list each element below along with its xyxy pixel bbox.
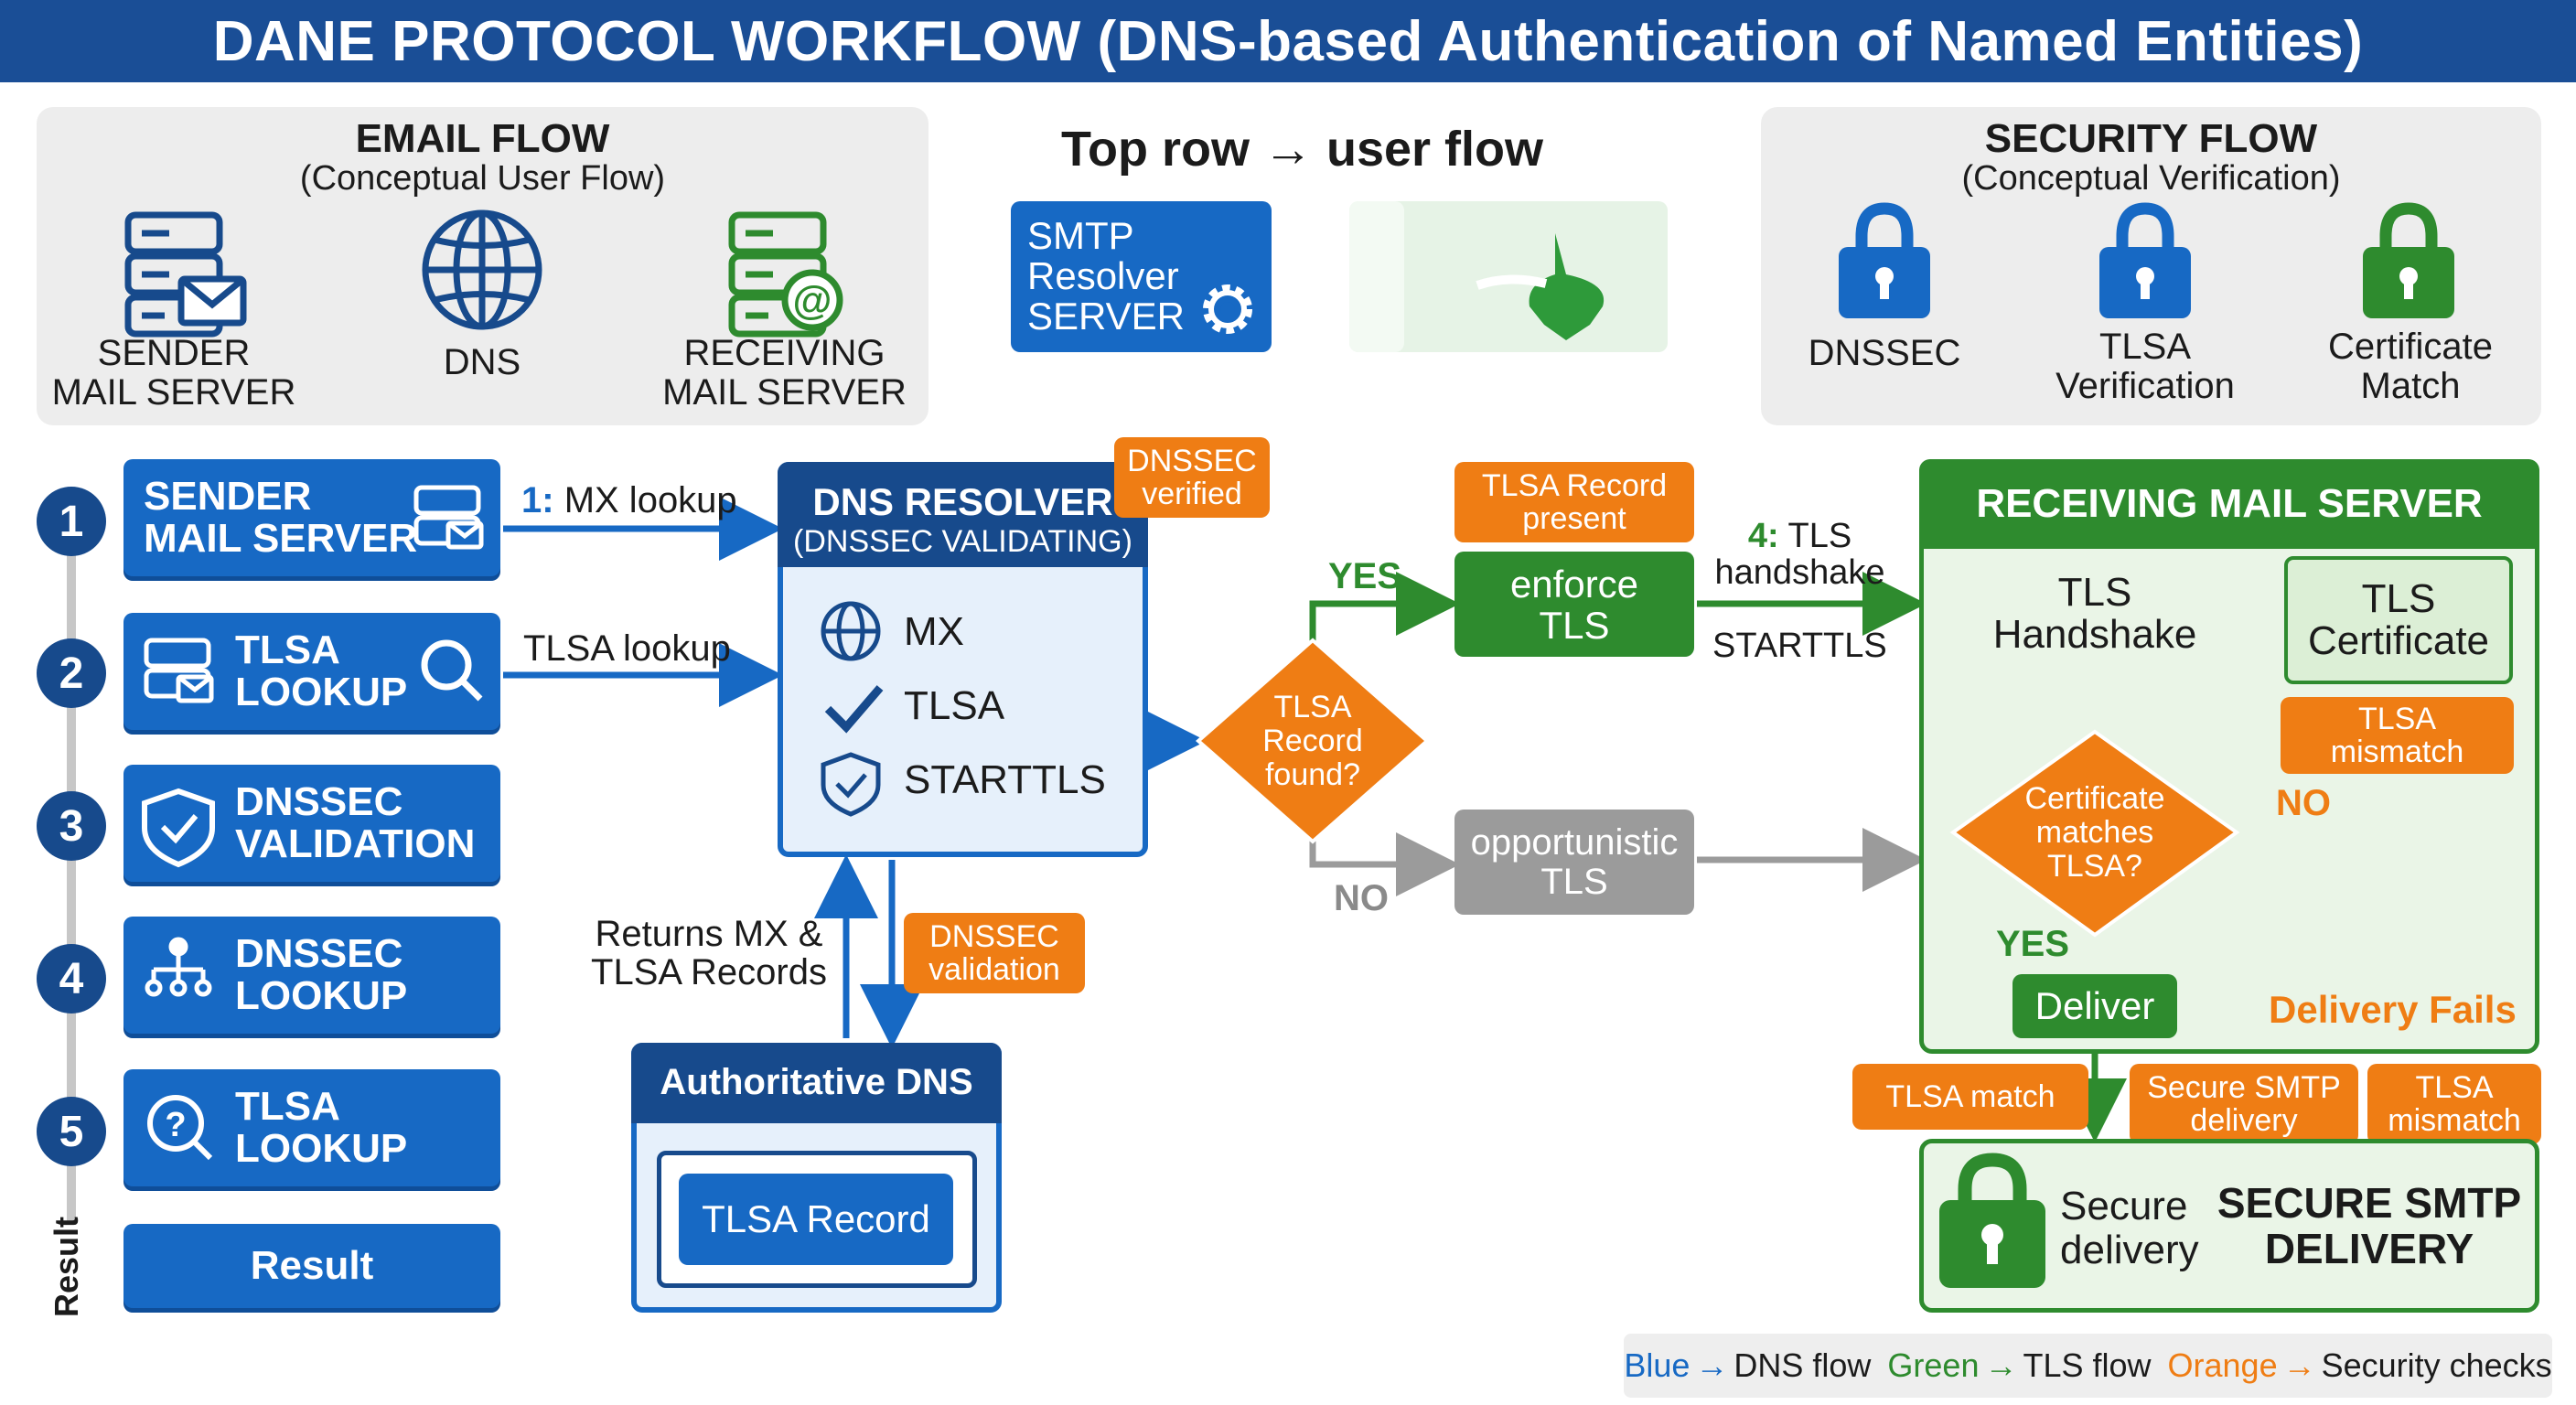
tlsa-present-badge: TLSA Record present [1454,462,1694,542]
email-flow-subtitle: (Conceptual User Flow) [299,159,666,198]
no-arrow [1309,832,1460,896]
resolver-item-mx: MX [904,609,964,654]
tls-handshake-text: TLS handshake [1714,517,1885,592]
security-flow-title: SECURITY FLOW [1984,116,2318,161]
decision-cert-match-text: Certificate matches TLSA? [2024,780,2165,884]
yes-label: YES [1328,556,1402,596]
returns-label: Returns MX & TLSA Records [591,914,827,992]
mx-lookup-label: 1: MX lookup [521,481,737,520]
tls-handshake-node: TLS Handshake [1992,570,2197,657]
authoritative-title: Authoritative DNS [660,1062,973,1102]
tlsa-match-badge: TLSA match [1852,1064,2088,1130]
security-node-dnssec: DNSSEC [1808,333,1961,373]
tls-handshake-label: 4: TLS handshake [1711,518,1889,591]
no-label: NO [1334,878,1389,918]
mx-lookup-text: MX lookup [553,480,737,520]
tlsa-record-box: TLSA Record [679,1174,953,1265]
email-node-receiving: RECEIVING MAIL SERVER [662,333,907,413]
legend-arrow-icon: → [1984,1346,2018,1384]
step-tlsa-lookup[interactable]: TLSA LOOKUP [123,613,500,730]
legend: Blue → DNS flow Green → TLS flow Orange … [1624,1334,2552,1398]
step-label: TLSA LOOKUP [235,627,408,714]
dnssec-verified-badge: DNSSEC verified [1114,437,1270,518]
legend-green: Green [1887,1346,1980,1384]
legend-orange: Orange [2167,1346,2278,1384]
tlsa-lookup-label: TLSA lookup [523,628,731,669]
step-number-4: 4 [37,944,106,1014]
resolver-item-starttls: STARTTLS [904,757,1106,802]
dns-resolver-title: DNS RESOLVER [812,480,1113,523]
legend-arrow-icon: → [1695,1346,1729,1384]
receiving-server-title: RECEIVING MAIL SERVER [1919,459,2539,549]
dnssec-validation-badge: DNSSEC validation [904,913,1085,993]
step-dnssec-lookup[interactable]: DNSSEC LOOKUP [123,917,500,1034]
step-tlsa-lookup-2[interactable]: TLSA LOOKUP [123,1069,500,1186]
email-node-sender: SENDER MAIL SERVER [51,333,296,413]
legend-blue: Blue [1624,1346,1690,1384]
cert-no-label: NO [2276,783,2331,823]
dns-resolver-subtitle: (DNSSEC VALIDATING) [793,524,1132,559]
secure-delivery-right: SECURE SMTP DELIVERY [2216,1179,2522,1272]
step-label: SENDER MAIL SERVER [144,474,418,561]
starttls-label: STARTTLS [1712,627,1887,665]
email-node-dns: DNS [443,342,521,382]
deliver-box: Deliver [2012,974,2177,1038]
tlsa-mismatch-badge: TLSA mismatch [2281,697,2514,774]
step-label: DNSSEC VALIDATION [235,779,476,866]
result-button[interactable]: Result [123,1224,500,1308]
authoritative-dns-box: Authoritative DNS TLSA Record [631,1043,1002,1313]
legend-green-text: TLS flow [2023,1346,2152,1384]
security-node-tlsa: TLSA Verification [2055,327,2235,406]
page-title: DANE PROTOCOL WORKFLOW (DNS-based Authen… [0,0,2576,82]
tls-certificate-node: TLS Certificate [2284,556,2513,684]
result-label: Result [250,1243,374,1288]
step-dnssec-validation[interactable]: DNSSEC VALIDATION [123,765,500,882]
delivery-fails-label: Delivery Fails [2269,988,2517,1031]
dns-resolver-box: DNS RESOLVER (DNSSEC VALIDATING) MX TLSA… [778,462,1148,857]
step-number-3: 3 [37,791,106,861]
tls-handshake-num: 4: [1747,517,1779,555]
opportunistic-tls-box: opportunistic TLS [1454,810,1694,915]
cert-yes-label: YES [1996,924,2070,964]
decision-tlsa-found-text: TLSA Record found? [1262,689,1363,792]
dns-resolver-header [778,462,1148,567]
step-number-5: 5 [37,1097,106,1166]
result-side-label: Result [48,1216,85,1317]
legend-blue-text: DNS flow [1733,1346,1872,1384]
step-label: DNSSEC LOOKUP [235,931,408,1018]
yes-arrow [1309,572,1460,645]
resolver-item-tlsa: TLSA [904,683,1005,728]
step-number-2: 2 [37,638,106,708]
top-row-label: Top row → user flow [1061,122,1544,177]
authoritative-header [631,1043,1002,1123]
security-flow-subtitle: (Conceptual Verification) [1961,159,2341,198]
secure-delivery-left: Secure delivery [2060,1184,2199,1272]
mx-lookup-num: 1: [521,480,554,520]
smtp-resolver-card: SMTP Resolver SERVER [1011,201,1272,352]
email-flow-title: EMAIL FLOW [355,116,610,161]
legend-arrow-icon: → [2282,1346,2316,1384]
security-node-cert: Certificate Match [2327,327,2494,406]
step-label: TLSA LOOKUP [235,1084,408,1171]
enforce-tls-box: enforce TLS [1454,552,1694,657]
secure-smtp-badge: Secure SMTP delivery [2130,1064,2358,1144]
tlsa-mismatch-bottom-badge: TLSA mismatch [2367,1064,2541,1144]
step-number-1: 1 [37,487,106,556]
legend-orange-text: Security checks [2321,1346,2552,1384]
step-sender-mail-server[interactable]: SENDER MAIL SERVER [123,459,500,576]
